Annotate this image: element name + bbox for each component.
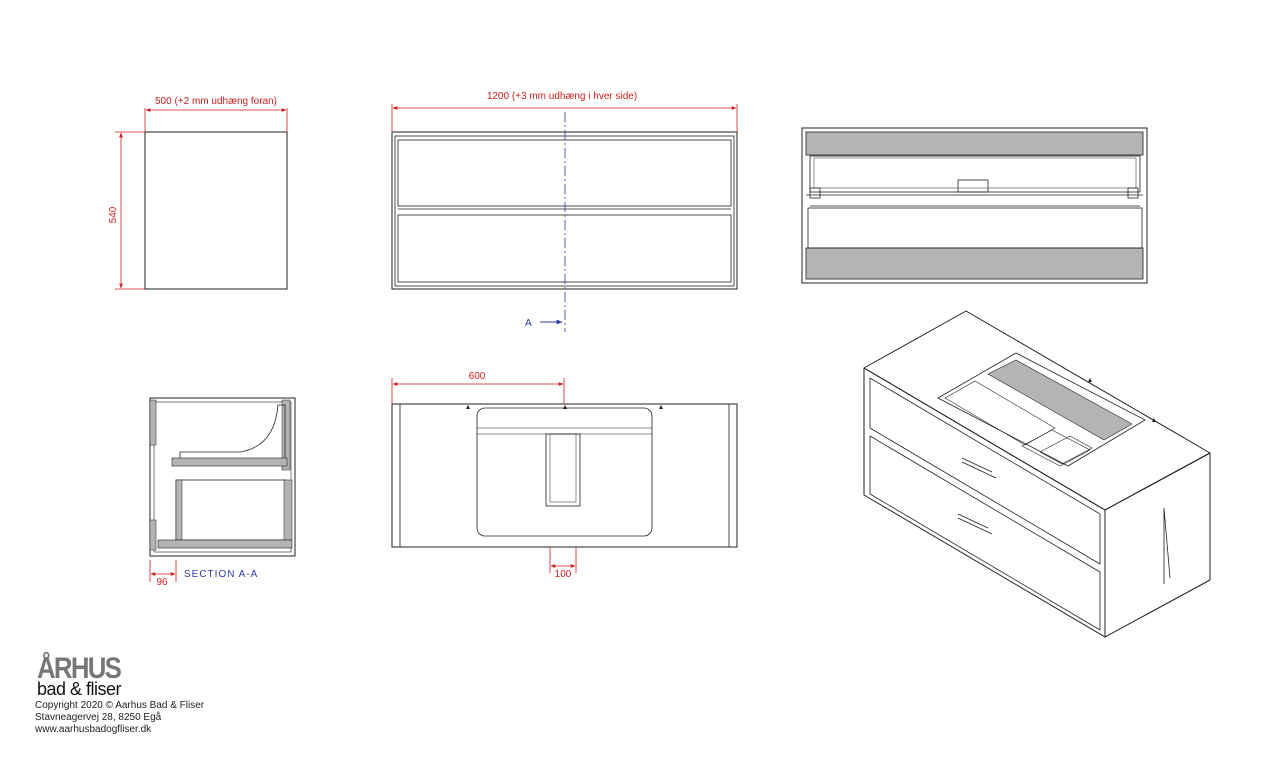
address-text: Stavneagervej 28, 8250 Egå <box>35 712 162 723</box>
top-basin <box>476 407 653 537</box>
section-marker-label: A <box>525 318 533 329</box>
logo-sub-text: bad & fliser <box>37 679 122 699</box>
brand-logo: ÅRHUS bad & fliser <box>35 652 135 700</box>
footer: ÅRHUS bad & fliser Copyright 2020 © Aarh… <box>35 652 204 736</box>
iso-lower-drawer <box>869 435 1101 631</box>
front-view: 1200 (+3 mm udhæng i hver side) A <box>391 91 738 332</box>
section-basin-curve <box>179 404 286 463</box>
front-view-outline <box>391 131 738 290</box>
top-drain-channel <box>545 433 581 507</box>
back-top-band <box>805 131 1144 156</box>
side-width-label: 500 (+2 mm udhæng foran) <box>155 96 277 107</box>
back-bottom-band <box>805 247 1144 280</box>
section-lower-drawer <box>175 479 287 541</box>
back-drain-box <box>957 179 989 193</box>
section-outline <box>149 397 296 557</box>
back-view <box>801 127 1148 284</box>
section-title: SECTION A-A <box>184 569 258 580</box>
top-view-outline <box>391 403 738 548</box>
side-view: 500 (+2 mm udhæng foran) 540 <box>108 96 288 290</box>
website-link[interactable]: www.aarhusbadogfliser.dk <box>35 724 152 735</box>
top-half-width-label: 600 <box>469 371 486 382</box>
copyright-text: Copyright 2020 © Aarhus Bad & Fliser <box>35 700 205 711</box>
side-view-outline <box>144 131 288 290</box>
iso-basin <box>937 352 1146 467</box>
front-width-label: 1200 (+3 mm udhæng i hver side) <box>487 91 637 102</box>
back-view-outline <box>801 127 1148 284</box>
front-lower-drawer <box>397 214 732 283</box>
side-height-label: 540 <box>108 206 119 223</box>
section-view: 96 SECTION A-A <box>149 397 296 588</box>
iso-side-face <box>1104 452 1211 638</box>
iso-top-face <box>863 310 1211 511</box>
logo-main-text: ÅRHUS <box>37 652 122 685</box>
section-depth-label: 96 <box>156 577 168 588</box>
front-upper-drawer <box>397 139 732 207</box>
isometric-view <box>863 310 1211 638</box>
top-drain-label: 100 <box>555 569 572 580</box>
top-view: 600 100 <box>391 371 738 580</box>
